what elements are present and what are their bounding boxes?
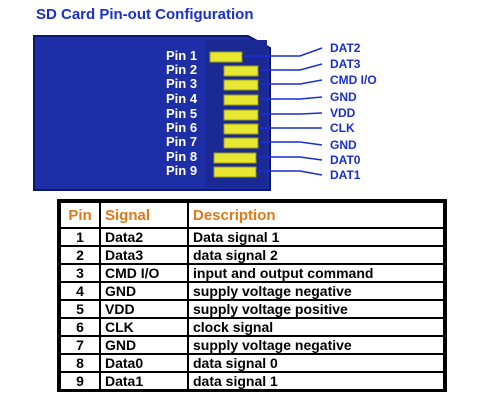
pin-label-3: Pin 3	[166, 76, 197, 91]
pin-signal-label-1: DAT2	[330, 41, 361, 55]
table-row: 2 Data3 data signal 2	[59, 245, 445, 265]
pin-contact-4	[223, 94, 259, 106]
cell-pin: 9	[59, 371, 101, 391]
table-row: 3 CMD I/O input and output command	[59, 263, 445, 283]
cell-description: data signal 0	[187, 353, 445, 373]
cell-pin: 6	[59, 317, 101, 337]
cell-signal: GND	[99, 335, 189, 355]
pin-label-9: Pin 9	[166, 163, 197, 178]
pinout-table: Pin Signal Description 1 Data2 Data sign…	[59, 201, 445, 391]
pin-signal-label-9: DAT1	[330, 168, 361, 182]
pin-callout-line-9	[256, 170, 323, 176]
cell-description: supply voltage negative	[187, 281, 445, 301]
pin-signal-label-2: DAT3	[330, 57, 361, 71]
table-row: 9 Data1 data signal 1	[59, 371, 445, 391]
cell-signal: CMD I/O	[99, 263, 189, 283]
pin-label-6: Pin 6	[166, 120, 197, 135]
pin-label-5: Pin 5	[166, 106, 197, 121]
cell-pin: 3	[59, 263, 101, 283]
table-row: 4 GND supply voltage negative	[59, 281, 445, 301]
header-pin: Pin	[59, 201, 101, 229]
header-signal: Signal	[99, 201, 189, 229]
pin-callout-line-3	[258, 79, 323, 85]
cell-signal: Data0	[99, 353, 189, 373]
cell-description: supply voltage positive	[187, 299, 445, 319]
pin-label-8: Pin 8	[166, 149, 197, 164]
page-title: SD Card Pin-out Configuration	[36, 6, 254, 23]
cell-description: Data signal 1	[187, 227, 445, 247]
pin-callout-line-8	[256, 156, 323, 161]
pinout-table-frame: Pin Signal Description 1 Data2 Data sign…	[57, 199, 447, 392]
pin-contact-8	[213, 152, 257, 164]
pin-callout-line-7	[258, 141, 323, 146]
pin-signal-label-6: CLK	[330, 121, 355, 135]
pin-contact-9	[213, 166, 257, 178]
cell-description: clock signal	[187, 317, 445, 337]
pin-label-7: Pin 7	[166, 134, 197, 149]
pin-signal-label-3: CMD I/O	[330, 73, 377, 87]
cell-pin: 7	[59, 335, 101, 355]
table-row: 7 GND supply voltage negative	[59, 335, 445, 355]
pin-signal-label-7: GND	[330, 138, 357, 152]
pin-callout-line-1	[242, 47, 323, 57]
pin-signal-label-4: GND	[330, 90, 357, 104]
pin-contact-3	[223, 79, 259, 91]
table-row: 8 Data0 data signal 0	[59, 353, 445, 373]
pin-signal-label-8: DAT0	[330, 153, 361, 167]
cell-signal: Data2	[99, 227, 189, 247]
cell-description: input and output command	[187, 263, 445, 283]
table-row: 1 Data2 Data signal 1	[59, 227, 445, 247]
pin-signal-label-5: VDD	[330, 106, 356, 120]
cell-pin: 5	[59, 299, 101, 319]
pin-contact-1	[209, 51, 243, 63]
cell-description: supply voltage negative	[187, 335, 445, 355]
cell-signal: GND	[99, 281, 189, 301]
cell-signal: Data3	[99, 245, 189, 265]
pin-contact-5	[223, 109, 259, 121]
cell-pin: 1	[59, 227, 101, 247]
pin-label-4: Pin 4	[166, 91, 198, 106]
pin-callout-line-5	[258, 112, 323, 115]
table-row: 6 CLK clock signal	[59, 317, 445, 337]
cell-signal: Data1	[99, 371, 189, 391]
table-header-row: Pin Signal Description	[59, 201, 445, 229]
cell-pin: 4	[59, 281, 101, 301]
cell-description: data signal 2	[187, 245, 445, 265]
header-description: Description	[187, 201, 445, 229]
pin-contact-6	[223, 123, 259, 135]
pin-contact-2	[223, 65, 259, 77]
cell-signal: CLK	[99, 317, 189, 337]
cell-pin: 2	[59, 245, 101, 265]
pin-label-2: Pin 2	[166, 62, 197, 77]
pin-callout-line-4	[258, 96, 323, 100]
pin-label-1: Pin 1	[166, 48, 197, 63]
cell-description: data signal 1	[187, 371, 445, 391]
table-row: 5 VDD supply voltage positive	[59, 299, 445, 319]
cell-signal: VDD	[99, 299, 189, 319]
pin-contact-7	[223, 137, 259, 149]
pin-callout-line-2	[258, 63, 323, 71]
cell-pin: 8	[59, 353, 101, 373]
